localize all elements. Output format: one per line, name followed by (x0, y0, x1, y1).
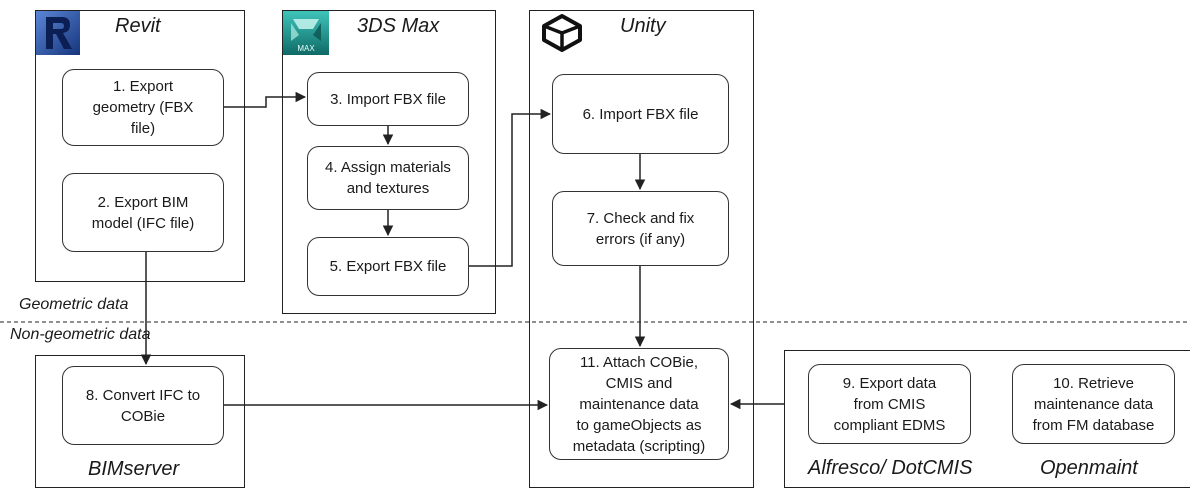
step-4-assign-materials: 4. Assign materials and textures (307, 146, 469, 210)
svg-text:MAX: MAX (297, 44, 315, 53)
openmaint-title: Openmaint (1040, 457, 1138, 479)
step-3-import-fbx: 3. Import FBX file (307, 72, 469, 126)
non-geometric-data-label: Non-geometric data (10, 326, 151, 343)
step-8-convert-ifc-cobie: 8. Convert IFC to COBie (62, 366, 224, 445)
unity-title: Unity (620, 15, 666, 37)
step-7-check-fix-errors: 7. Check and fix errors (if any) (552, 191, 729, 266)
step-1-export-geometry: 1. Export geometry (FBX file) (62, 69, 224, 146)
arrow-1-to-3 (224, 91, 307, 108)
revit-logo-icon (36, 11, 80, 55)
arrow-5-to-6 (469, 108, 552, 267)
step-6-import-fbx: 6. Import FBX file (552, 74, 729, 154)
bimserver-title: BIMserver (88, 458, 180, 480)
unity-logo-icon (540, 13, 584, 53)
step-11-attach-metadata: 11. Attach COBie, CMIS and maintenance d… (549, 348, 729, 460)
3ds-max-logo-icon: MAX (283, 11, 329, 55)
revit-title: Revit (115, 15, 161, 37)
3ds-max-title: 3DS Max (357, 15, 440, 37)
geometric-data-label: Geometric data (19, 296, 129, 313)
step-5-export-fbx: 5. Export FBX file (307, 237, 469, 296)
step-9-export-cmis-data: 9. Export data from CMIS compliant EDMS (808, 364, 971, 444)
step-10-retrieve-fm-data: 10. Retrieve maintenance data from FM da… (1012, 364, 1175, 444)
step-2-export-bim-model: 2. Export BIM model (IFC file) (62, 173, 224, 252)
alfresco-dotcmis-title: Alfresco/ DotCMIS (808, 457, 973, 479)
